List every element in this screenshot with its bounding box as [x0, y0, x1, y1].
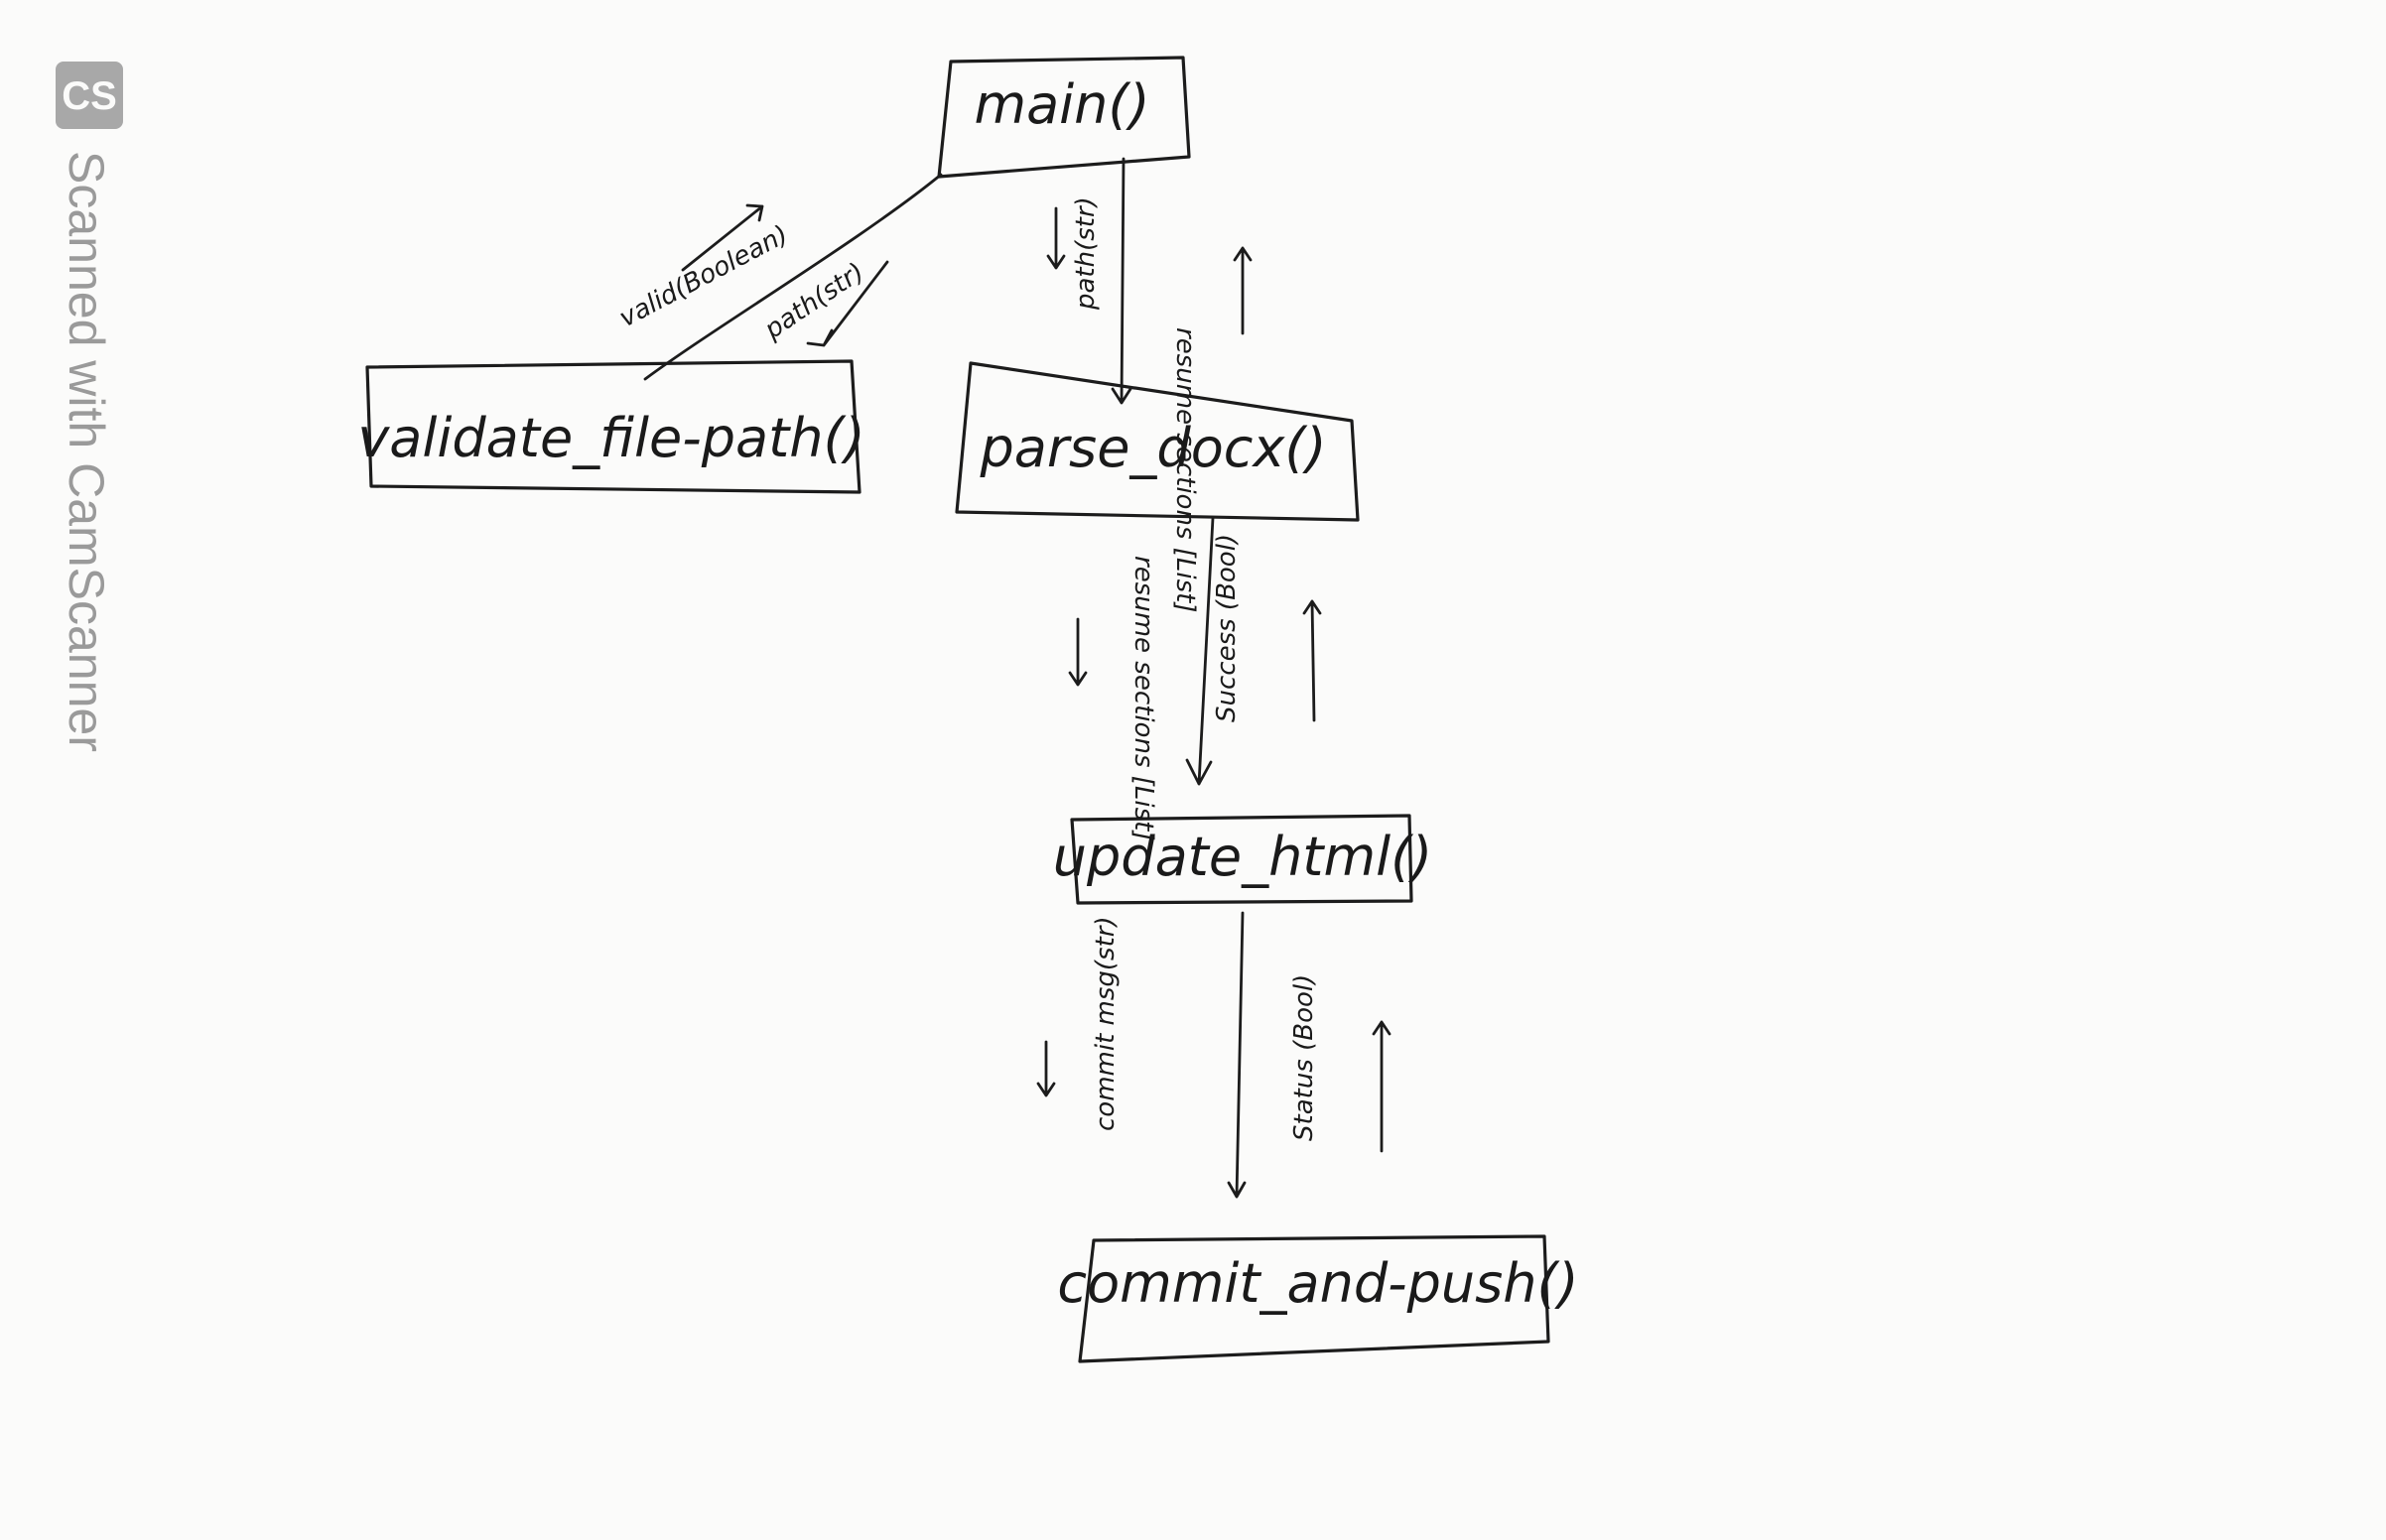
node-update-label: update_html(): [1053, 826, 1432, 888]
node-validate-label: validate_file-path(): [357, 407, 864, 469]
node-main-box: [937, 56, 1191, 179]
edge-update-commit-up-arrow-icon: [1372, 1020, 1392, 1153]
edge-main-parse-line: [1111, 157, 1132, 405]
node-commit-label: commit_and-push(): [1057, 1252, 1578, 1315]
node-parse-box: [955, 361, 1360, 522]
camscanner-watermark-text: Scanned with CamScanner: [59, 151, 114, 752]
node-update-box: [1070, 814, 1413, 905]
edge-update-to-commit: commit msg(str) Status (Bool): [1036, 911, 1392, 1199]
edge-main-parse-up-label: resume sections [List]: [1170, 327, 1200, 613]
edge-parse-to-update: resume sections [List] Success (Bool): [1068, 516, 1322, 841]
node-commit-and-push: commit_and-push(): [1057, 1234, 1579, 1363]
camscanner-logo-text: CS: [62, 74, 117, 118]
node-main-label: main(): [974, 73, 1149, 136]
node-main: main(): [937, 56, 1191, 179]
node-update-html: update_html(): [1053, 814, 1432, 905]
edge-main-parse-up-arrow-icon: [1233, 246, 1253, 335]
edge-main-validate-down-label: path(str): [758, 257, 869, 345]
edge-main-validate-down-arrow-icon: [806, 260, 889, 347]
edge-main-parse-down-arrow-icon: [1046, 206, 1066, 270]
edge-update-commit-line: [1227, 911, 1247, 1199]
node-validate-box: [365, 359, 862, 494]
edge-main-parse-down-label: path(str): [1071, 196, 1101, 311]
node-parse-docx: parse_docx(): [955, 361, 1360, 522]
edge-update-commit-down-arrow-icon: [1036, 1040, 1056, 1097]
camscanner-watermark: CS Scanned with CamScanner: [56, 62, 123, 752]
camscanner-logo-icon: [56, 62, 123, 129]
edge-parse-update-line: [1185, 516, 1215, 786]
node-commit-box: [1078, 1234, 1550, 1363]
node-validate-file-path: validate_file-path(): [357, 359, 865, 494]
edge-main-to-parse: path(str) resume sections [List]: [1046, 157, 1253, 613]
edge-main-validate-line: [643, 173, 943, 381]
edge-main-validate-up-arrow-icon: [681, 203, 764, 272]
node-parse-label: parse_docx(): [979, 417, 1326, 479]
edge-parse-update-down-arrow-icon: [1068, 617, 1088, 687]
edge-parse-update-up-arrow-icon: [1302, 599, 1322, 722]
edge-parse-update-down-label: resume sections [List]: [1128, 556, 1158, 841]
edge-main-to-validate: path(str) valid(Boolean): [614, 173, 943, 381]
edge-update-commit-up-label: Status (Bool): [1289, 974, 1319, 1141]
edge-parse-update-up-label: Success (Bool): [1212, 534, 1242, 722]
edge-update-commit-down-label: commit msg(str): [1091, 916, 1121, 1131]
